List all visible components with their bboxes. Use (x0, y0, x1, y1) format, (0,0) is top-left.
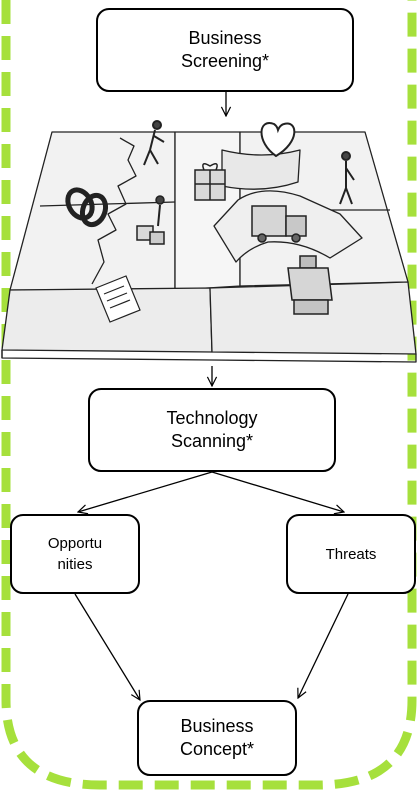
cash-register-icon (287, 255, 333, 315)
business-concept-line2: Concept* (179, 739, 255, 759)
technology-scanning-box: Technology Scanning* (88, 388, 336, 472)
person-walking-icon (143, 120, 165, 166)
arrow-scanning-to-opportunities (78, 471, 213, 512)
business-concept-line1: Business (180, 716, 254, 736)
business-screening-line1: Business (188, 28, 262, 48)
heart-icon (260, 122, 296, 158)
document-icon (95, 275, 141, 323)
business-screening-line2: Screening* (180, 51, 270, 71)
technology-scanning-line2: Scanning* (170, 431, 254, 451)
technology-scanning-line1: Technology (166, 408, 258, 428)
opportunities-line1: Opportu (47, 535, 103, 552)
threats-box: Threats (286, 514, 416, 594)
business-screening-box: Business Screening* (96, 8, 354, 92)
business-concept-box: Business Concept* (137, 700, 297, 776)
opportunities-line2: nities (57, 556, 93, 573)
arrow-scanning-to-threats (211, 471, 344, 512)
arrow-threats-to-concept (298, 593, 349, 698)
gift-box-icon (194, 163, 226, 201)
person-standing-icon (339, 151, 355, 205)
delivery-truck-icon (251, 205, 307, 243)
value-arc (221, 149, 301, 190)
opportunities-box: Opportu nities (10, 514, 140, 594)
arrow-opportunities-to-concept (74, 593, 140, 700)
chain-link-icon (65, 187, 109, 228)
threats-label: Threats (325, 545, 377, 563)
person-with-boxes-icon (136, 195, 165, 245)
business-model-canvas-illustration (1, 131, 417, 363)
